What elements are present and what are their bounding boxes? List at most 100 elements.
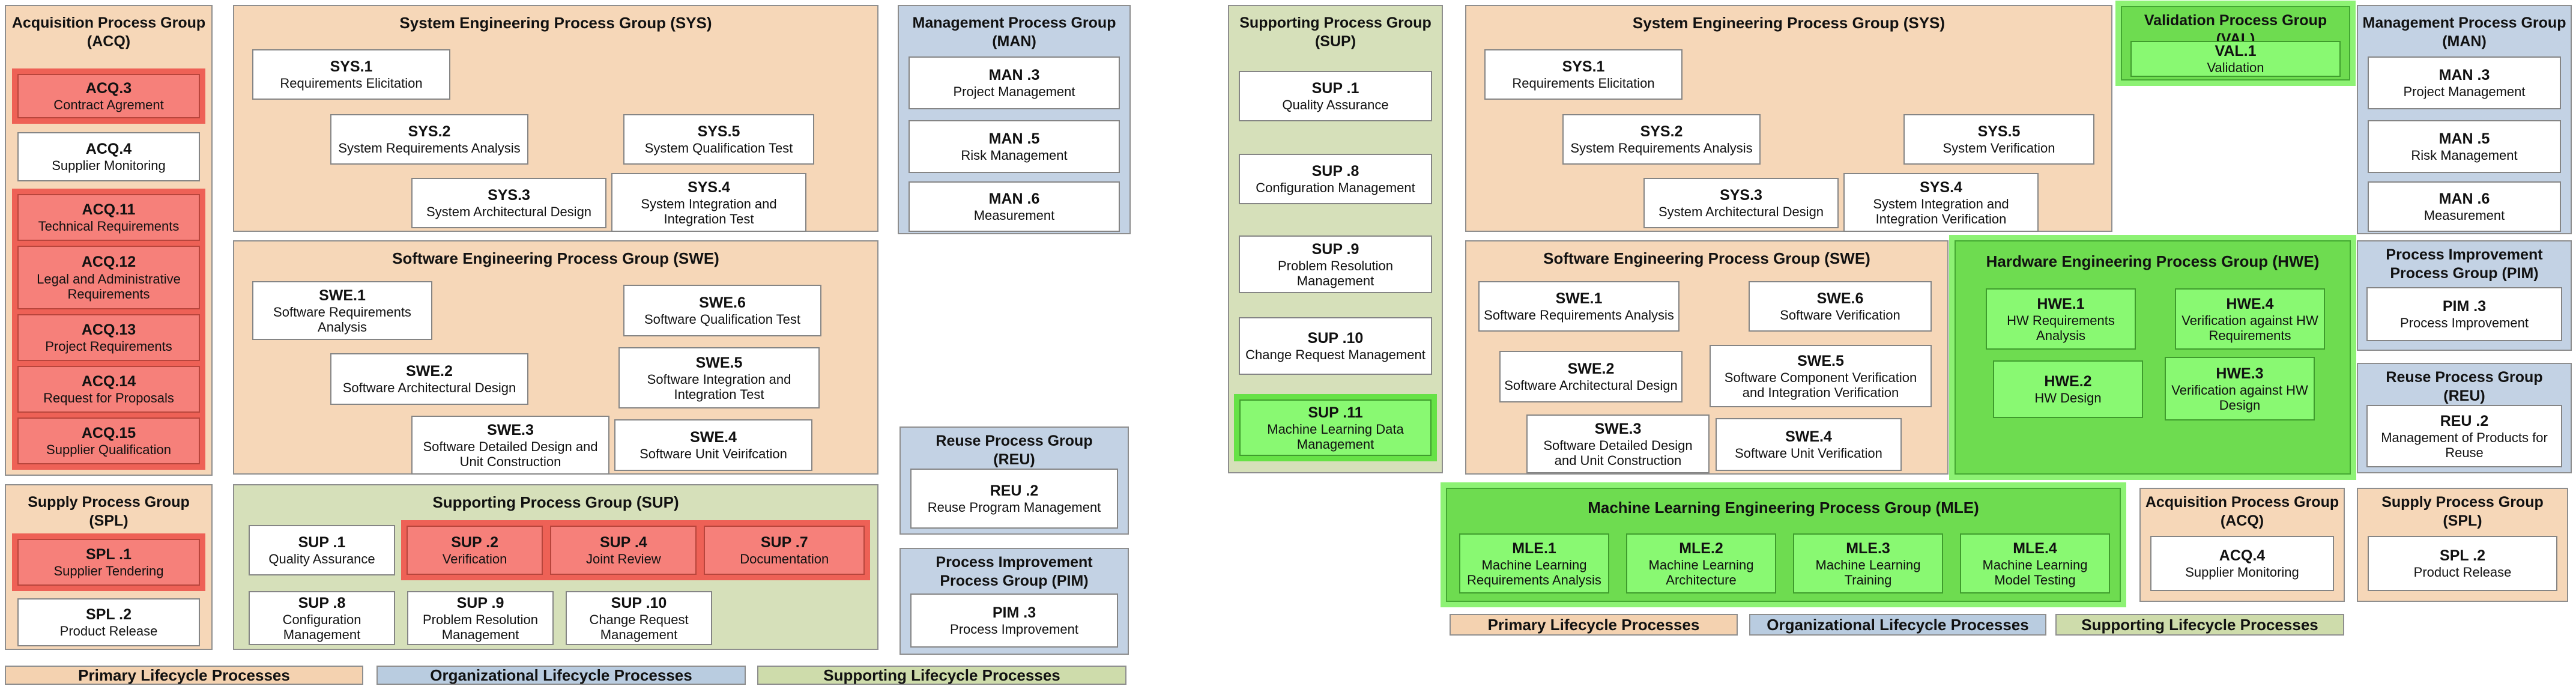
process-code: MLE.1 — [1512, 539, 1556, 557]
process-code: SYS.5 — [697, 123, 740, 140]
left-man-group: Management Process Group (MAN) MAN .3 Pr… — [898, 5, 1131, 234]
process-box-man6: MAN .6 Measurement — [909, 181, 1120, 232]
process-box-acq14: ACQ.14 Request for Proposals — [17, 365, 200, 413]
process-code: HWE.4 — [2226, 295, 2274, 312]
process-code: SPL .2 — [86, 606, 132, 623]
right-hwe-group: Hardware Engineering Process Group (HWE)… — [1955, 240, 2351, 475]
process-name: Process Improvement — [2400, 315, 2529, 331]
left-sys-group: System Engineering Process Group (SYS) S… — [233, 5, 878, 232]
process-code: SYS.2 — [1640, 123, 1683, 140]
process-box-sys1-r: SYS.1 Requirements Elicitation — [1484, 49, 1683, 100]
group-title-text: Supporting Process Group (SUP) — [432, 493, 679, 511]
process-code: ACQ.14 — [81, 372, 136, 390]
right-val-group: Validation Process Group (VAL) VAL.1 Val… — [2121, 6, 2350, 80]
process-name: Joint Review — [585, 551, 661, 567]
legend-label: Primary Lifecycle Processes — [1487, 615, 1700, 634]
process-box-pim3: PIM .3 Process Improvement — [910, 593, 1118, 648]
process-name: Software Component Verification and Inte… — [1724, 369, 1917, 400]
process-code: SWE.5 — [1797, 352, 1844, 369]
group-abbr-text: Process Group (PIM) — [2390, 264, 2539, 282]
right-acq-title: Acquisition Process Group (ACQ) — [2141, 489, 2344, 530]
process-name: Reuse Program Management — [927, 500, 1101, 515]
process-code: ACQ.11 — [82, 201, 136, 218]
right-man-title: Management Process Group (MAN) — [2358, 6, 2571, 50]
process-name: Quality Assurance — [268, 551, 375, 567]
process-name: Project Management — [953, 84, 1075, 100]
process-code: SUP .10 — [1307, 329, 1364, 347]
process-box-sup8: SUP .8 Configuration Management — [249, 591, 395, 645]
process-code: HWE.3 — [2216, 365, 2264, 382]
process-name: Documentation — [740, 551, 829, 567]
process-code: HWE.2 — [2044, 372, 2092, 390]
process-code: SUP .7 — [760, 533, 808, 551]
process-name: System Qualification Test — [644, 141, 793, 156]
process-code: SYS.3 — [488, 186, 530, 204]
left-acq-title: Acquisition Process Group (ACQ) — [6, 6, 211, 50]
process-name: Software Architectural Design — [1504, 378, 1678, 393]
right-acq-group: Acquisition Process Group (ACQ) ACQ.4 Su… — [2139, 488, 2345, 602]
process-code: SYS.2 — [408, 123, 451, 140]
legend-supporting-left: Supporting Lifecycle Processes — [757, 666, 1126, 685]
process-box-swe3-r: SWE.3 Software Detailed Design and Unit … — [1526, 414, 1710, 473]
process-code: MAN .3 — [2438, 66, 2490, 83]
process-box-acq13: ACQ.13 Project Requirements — [17, 314, 200, 361]
process-code: ACQ.4 — [2219, 547, 2266, 564]
process-name: System Architectural Design — [1658, 204, 1824, 220]
process-code: SWE.1 — [319, 287, 366, 304]
process-code: SWE.3 — [487, 421, 534, 439]
right-reu-group: Reuse Process Group (REU) REU .2 Managem… — [2357, 363, 2572, 473]
process-code: MAN .5 — [988, 130, 1040, 147]
process-name: Verification against HW Requirements — [2181, 312, 2318, 343]
process-name: Problem Resolution Management — [1278, 258, 1393, 288]
left-swe-group: Software Engineering Process Group (SWE)… — [233, 240, 878, 475]
group-title-text: Supporting Process Group — [1239, 14, 1432, 31]
process-code: SUP .1 — [298, 533, 346, 551]
process-box-sup10-r: SUP .10 Change Request Management — [1239, 317, 1432, 375]
group-abbr-text: Process Group (PIM) — [940, 572, 1089, 589]
process-box-swe2: SWE.2 Software Architectural Design — [330, 353, 528, 405]
process-box-mle4: MLE.4 Machine Learning Model Testing — [1960, 533, 2110, 593]
group-abbr-text: (REU) — [2443, 387, 2485, 404]
process-code: SUP .9 — [456, 594, 504, 612]
right-val-title: Validation Process Group (VAL) — [2122, 7, 2349, 48]
left-spl-group: Supply Process Group (SPL) SPL .1 Suppli… — [5, 484, 213, 650]
group-title-text: Acquisition Process Group — [11, 14, 206, 31]
group-title-text: System Engineering Process Group (SYS) — [1632, 14, 1946, 32]
process-box-swe4-r: SWE.4 Software Unit Verification — [1716, 418, 1902, 471]
process-name: Software Verification — [1780, 308, 1900, 323]
right-sup-group: Supporting Process Group (SUP) SUP .1 Qu… — [1228, 5, 1443, 473]
legend-organizational-left: Organizational Lifecycle Processes — [376, 666, 746, 685]
group-title-text: Supply Process Group — [2381, 494, 2544, 511]
process-name: Software Unit Veirifcation — [639, 446, 787, 462]
group-title-text: Reuse Process Group — [2386, 369, 2543, 386]
process-box-acq11: ACQ.11 Technical Requirements — [17, 194, 200, 241]
process-code: SWE.6 — [1816, 290, 1864, 307]
process-name: Technical Requirements — [38, 219, 180, 234]
process-box-mle2: MLE.2 Machine Learning Architecture — [1626, 533, 1776, 593]
process-code: SWE.2 — [406, 362, 453, 380]
process-code: SWE.3 — [1594, 420, 1642, 437]
process-name: System Verification — [1943, 141, 2055, 156]
process-box-swe6-r: SWE.6 Software Verification — [1749, 281, 1932, 332]
legend-primary-right: Primary Lifecycle Processes — [1450, 614, 1738, 636]
process-code: MAN .5 — [2438, 130, 2490, 147]
process-code: MLE.3 — [1846, 539, 1890, 557]
left-reu-group: Reuse Process Group (REU) REU .2 Reuse P… — [899, 426, 1129, 535]
process-code: SWE.1 — [1555, 290, 1603, 307]
group-title-text: Machine Learning Engineering Process Gro… — [1588, 499, 1979, 517]
process-code: SUP .1 — [1311, 79, 1359, 97]
right-mle-title: Machine Learning Engineering Process Gro… — [1447, 489, 2120, 518]
process-box-spl2: SPL .2 Product Release — [17, 598, 200, 646]
process-name: Machine Learning Model Testing — [1982, 557, 2088, 587]
process-box-reu2: REU .2 Reuse Program Management — [910, 469, 1118, 529]
process-name: Supplier Qualification — [46, 442, 171, 458]
process-name: Risk Management — [961, 148, 1068, 163]
group-title-text: Management Process Group — [2362, 14, 2566, 31]
process-code: ACQ.4 — [85, 140, 132, 157]
process-code: ACQ.12 — [81, 253, 136, 271]
left-spl-title: Supply Process Group (SPL) — [6, 485, 211, 530]
process-name: Machine Learning Data Management — [1267, 421, 1404, 452]
process-name: Measurement — [2423, 208, 2505, 223]
group-title-text: Acquisition Process Group — [2145, 494, 2339, 511]
process-name: Configuration Management — [1256, 180, 1415, 196]
